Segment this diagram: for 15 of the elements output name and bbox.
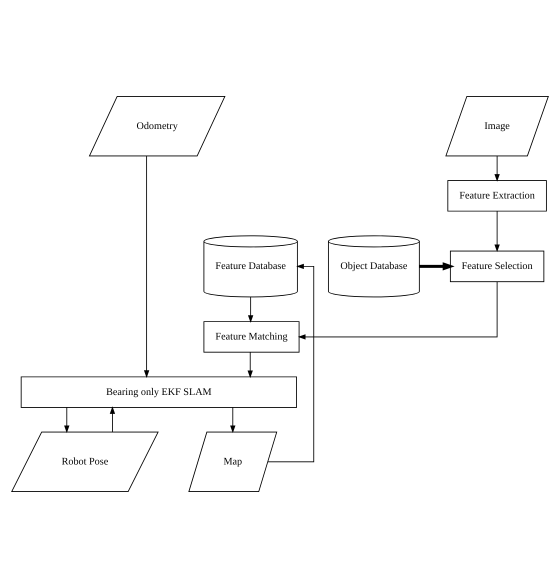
arrow (494, 155, 500, 182)
arrow (248, 296, 254, 322)
node-box: Feature Extraction (447, 180, 547, 212)
arrow (230, 406, 236, 433)
node-box: Bearing only EKF SLAM (20, 376, 297, 408)
arrow (494, 210, 500, 252)
arrow (298, 280, 498, 340)
arrow (144, 155, 150, 378)
arrow (267, 263, 314, 462)
node-box: Feature Matching (203, 320, 300, 352)
arrow (248, 351, 253, 378)
arrow (110, 406, 116, 432)
arrow (419, 262, 455, 270)
node-box: Feature Selection (450, 250, 544, 282)
arrow (64, 406, 70, 433)
